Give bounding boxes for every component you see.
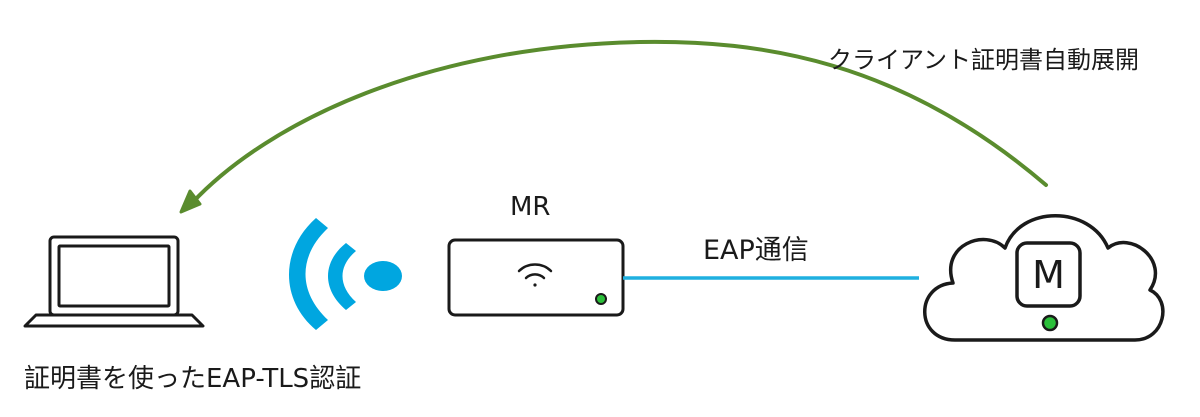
cloud-badge (1015, 241, 1082, 308)
cert-deploy-label: クライアント証明書自動展開 (828, 46, 1140, 74)
eap-tls-label: 証明書を使ったEAP-TLS認証 (24, 364, 362, 394)
wifi-icon (517, 263, 553, 287)
cloud-badge-letter: M (1032, 253, 1065, 297)
ap-status-led (595, 293, 607, 305)
access-point-icon (447, 238, 625, 317)
cert-deploy-arrow (179, 39, 1048, 214)
eap-comm-label: EAP通信 (703, 235, 809, 266)
cloud-status-led (1041, 314, 1059, 332)
wifi-signal-icon (289, 218, 402, 330)
laptop-icon (23, 235, 205, 328)
mr-label: MR (510, 192, 551, 222)
cloud-icon: M (923, 214, 1165, 342)
